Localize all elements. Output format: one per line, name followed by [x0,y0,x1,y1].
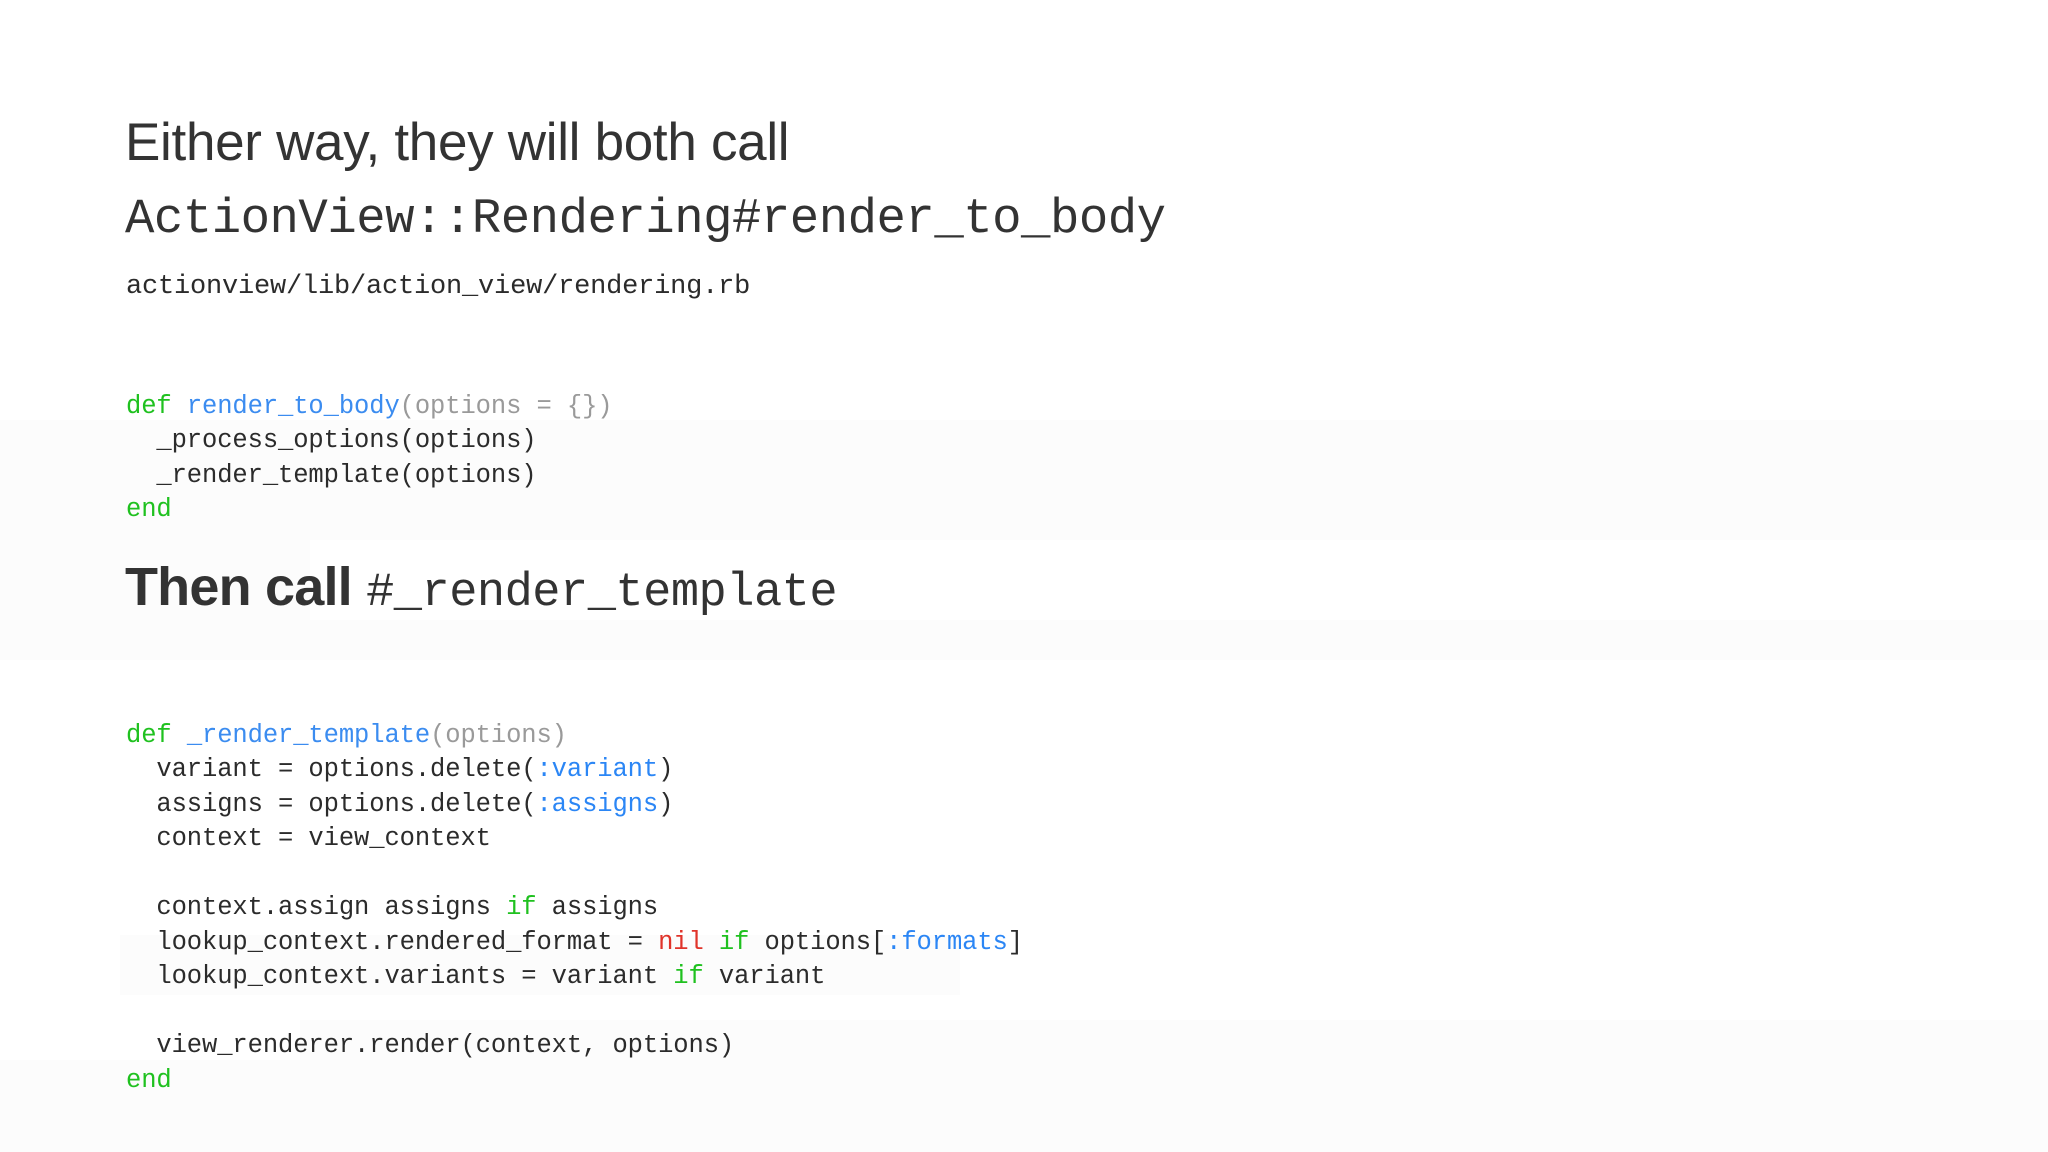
code-token-txt [704,928,719,957]
code-token-fn: render_to_body [186,391,400,421]
slide-title-line-1: Either way, they will both call [125,113,790,172]
code-token-dim: (options = {}) [399,391,613,421]
code-token-kw: if [506,893,537,922]
code-token-txt: options[ [749,927,887,957]
section-heading-method: #_render_template [366,567,838,620]
code-token-kw: def [126,720,187,750]
code-line: def _render_template(options) [126,719,1023,754]
code-token-sym: :formats [886,927,1008,957]
code-token-txt: view_renderer.render(context, options) [126,1031,735,1060]
code-token-kw: if [673,962,704,991]
code-token-txt: variant [703,962,826,991]
code-token-txt: lookup_context.variants = variant [126,962,674,991]
code-token-txt: _process_options(options) [126,426,537,455]
code-token-kw: end [126,1065,172,1095]
code-token-txt: context = view_context [126,824,491,853]
code-token-txt: ) [658,789,674,819]
code-line: end [126,1064,1023,1099]
section-heading-text: Then call [125,557,367,617]
code-line: assigns = options.delete(:assigns) [126,788,1023,823]
code-token-txt: assigns [536,893,659,922]
code-line [126,995,1023,1030]
code-token-kw: if [718,927,750,957]
source-file-path: actionview/lib/action_view/rendering.rb [126,272,751,302]
code-line: lookup_context.rendered_format = nil if … [126,926,1023,961]
code-line: _process_options(options) [126,424,613,459]
code-token-txt: _render_template(options) [126,460,537,490]
code-line: end [126,493,613,528]
section-heading: Then call #_render_template [125,557,838,620]
code-token-txt: context.assign assigns [126,893,507,922]
code-token-txt: ) [658,755,674,784]
code-line: lookup_context.variants = variant if var… [126,960,1023,995]
code-token-dim: (options) [430,720,567,750]
code-token-txt: assigns = options.delete( [126,789,537,819]
code-token-fn: _render_template [186,720,431,750]
code-block-render-to-body: def render_to_body(options = {}) _proces… [126,390,613,528]
code-token-kw: end [126,495,172,524]
code-token-sym: :variant [536,755,659,784]
code-token-txt: ] [1007,927,1023,957]
code-line: def render_to_body(options = {}) [126,390,613,425]
code-line: _render_template(options) [126,459,613,494]
code-line: context = view_context [126,822,1023,857]
code-token-nil: nil [658,927,704,957]
code-line [126,857,1023,892]
code-token-kw: def [126,391,187,421]
code-line: view_renderer.render(context, options) [126,1029,1023,1064]
slide-title-method-name: ActionView::Rendering#render_to_body [125,191,1166,247]
code-token-sym: :assigns [536,789,659,819]
code-block-render-template: def _render_template(options) variant = … [126,719,1023,1099]
code-line: variant = options.delete(:variant) [126,753,1023,788]
background-tint-band [0,620,2048,660]
code-token-txt: lookup_context.rendered_format = [126,927,659,957]
code-token-txt: variant = options.delete( [126,755,537,784]
code-line: context.assign assigns if assigns [126,891,1023,926]
